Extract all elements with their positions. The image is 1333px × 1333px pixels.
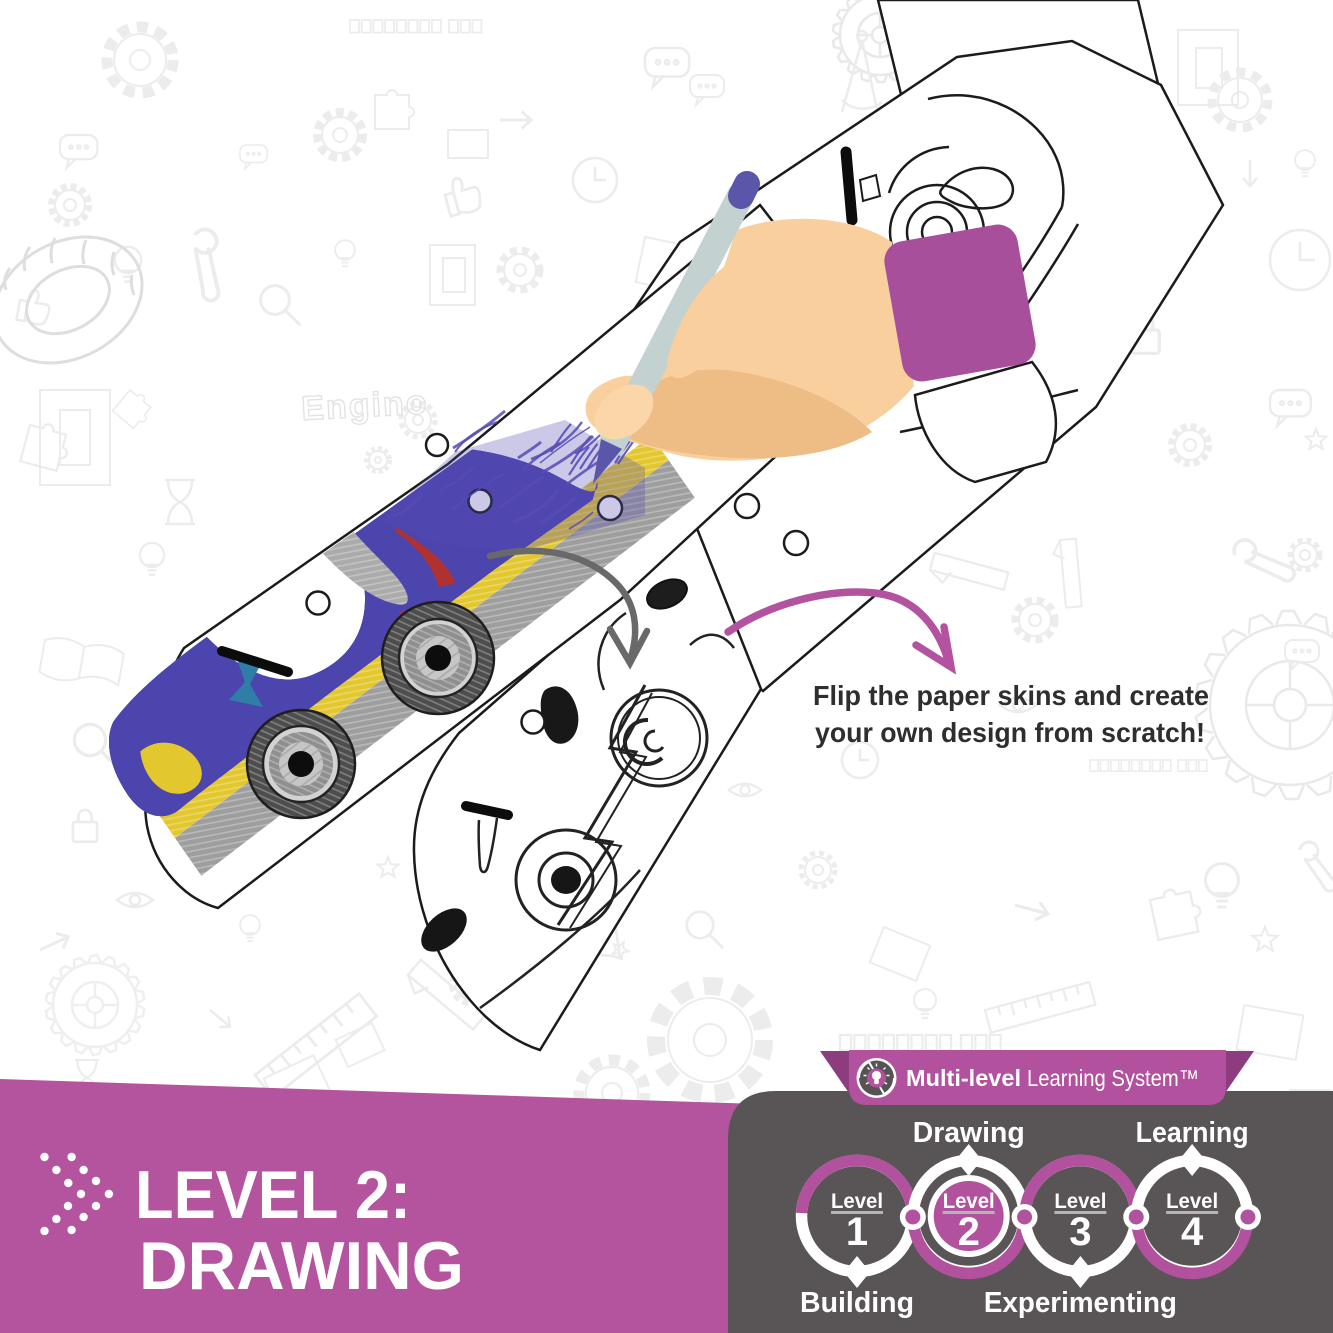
svg-text:Level: Level	[1166, 1190, 1218, 1213]
svg-text:3: 3	[1069, 1210, 1091, 1254]
svg-text:Learning System™: Learning System™	[1027, 1065, 1199, 1091]
svg-text:2: 2	[958, 1210, 980, 1254]
svg-text:Flip the paper skins and creat: Flip the paper skins and create	[813, 680, 1209, 711]
svg-text:DRAWING: DRAWING	[139, 1228, 464, 1304]
svg-text:1: 1	[846, 1210, 868, 1254]
svg-text:Level: Level	[1054, 1190, 1106, 1213]
svg-text:Multi-level: Multi-level	[906, 1065, 1021, 1091]
svg-text:Building: Building	[800, 1287, 914, 1319]
svg-text:your own design from scratch!: your own design from scratch!	[815, 717, 1205, 748]
svg-text:Level: Level	[831, 1190, 883, 1213]
svg-text:LEVEL 2:: LEVEL 2:	[135, 1157, 411, 1233]
svg-text:Engino: Engino	[300, 383, 429, 428]
svg-text:Drawing: Drawing	[913, 1117, 1025, 1149]
svg-text:Level: Level	[943, 1190, 995, 1213]
svg-text:Learning: Learning	[1136, 1117, 1249, 1149]
svg-text:Experimenting: Experimenting	[984, 1287, 1177, 1319]
svg-text:4: 4	[1181, 1210, 1204, 1254]
